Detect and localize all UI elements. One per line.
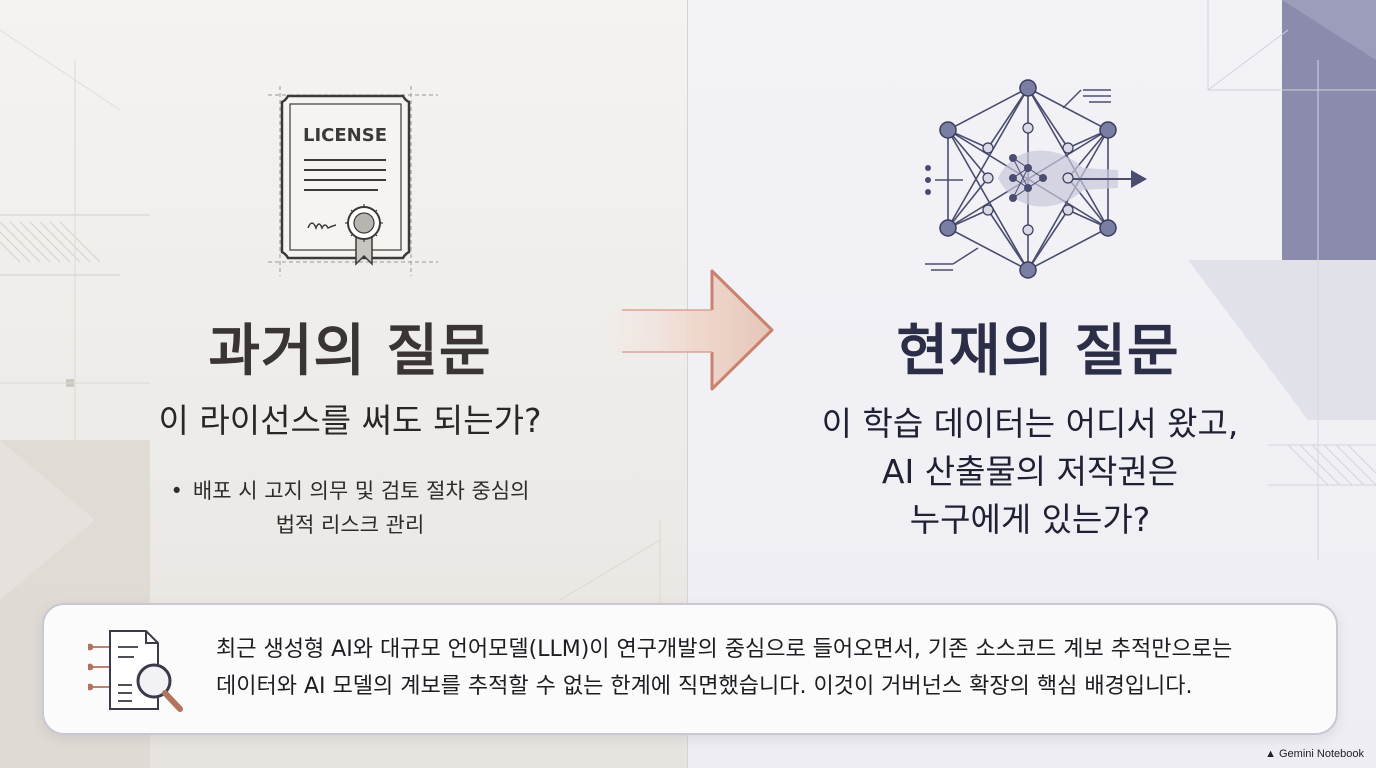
present-question-title: 현재의 질문 xyxy=(896,319,1180,384)
notebook-logo-icon: ▲ xyxy=(1265,748,1276,760)
background-summary-text: 최근 생성형 AI와 대규모 언어모델(LLM)이 연구개발의 중심으로 들어오… xyxy=(216,631,1316,705)
past-question-text: 이 라이선스를 써도 되는가? xyxy=(158,401,542,440)
present-question-text: 이 학습 데이터는 어디서 왔고, AI 산출물의 저작권은 누구에게 있는가? xyxy=(780,400,1280,544)
panel-divider xyxy=(687,0,688,768)
present-question-line3: 누구에게 있는가? xyxy=(909,500,1151,539)
neural-network-icon xyxy=(925,79,1147,279)
past-bullet-line1: 배포 시 고지 의무 및 검토 절차 중심의 xyxy=(192,479,530,503)
document-search-icon xyxy=(88,630,183,712)
present-question-line2: AI 산출물의 저작권은 xyxy=(881,452,1179,491)
watermark: ▲Gemini Notebook xyxy=(1265,748,1364,760)
past-question-title: 과거의 질문 xyxy=(208,319,492,384)
past-bullet-line2: 법적 리스크 관리 xyxy=(275,513,425,537)
license-certificate-icon: LICENSE xyxy=(268,86,438,276)
arrow-right-icon xyxy=(592,269,774,391)
bullet-dot: • xyxy=(170,479,183,503)
summary-line1: 최근 생성형 AI와 대규모 언어모델(LLM)이 연구개발의 중심으로 들어오… xyxy=(216,637,1233,662)
past-bullet-item: • 배포 시 고지 의무 및 검토 절차 중심의 법적 리스크 관리 xyxy=(150,474,550,542)
watermark-text: Gemini Notebook xyxy=(1279,748,1364,760)
summary-line2: 데이터와 AI 모델의 계보를 추적할 수 없는 한계에 직면했습니다. 이것이… xyxy=(216,674,1193,699)
right-background-decoration xyxy=(1188,0,1376,560)
present-question-line1: 이 학습 데이터는 어디서 왔고, xyxy=(821,404,1239,443)
svg-text:LICENSE: LICENSE xyxy=(303,125,387,146)
background-summary-card: 최근 생성형 AI와 대규모 언어모델(LLM)이 연구개발의 중심으로 들어오… xyxy=(42,603,1338,735)
